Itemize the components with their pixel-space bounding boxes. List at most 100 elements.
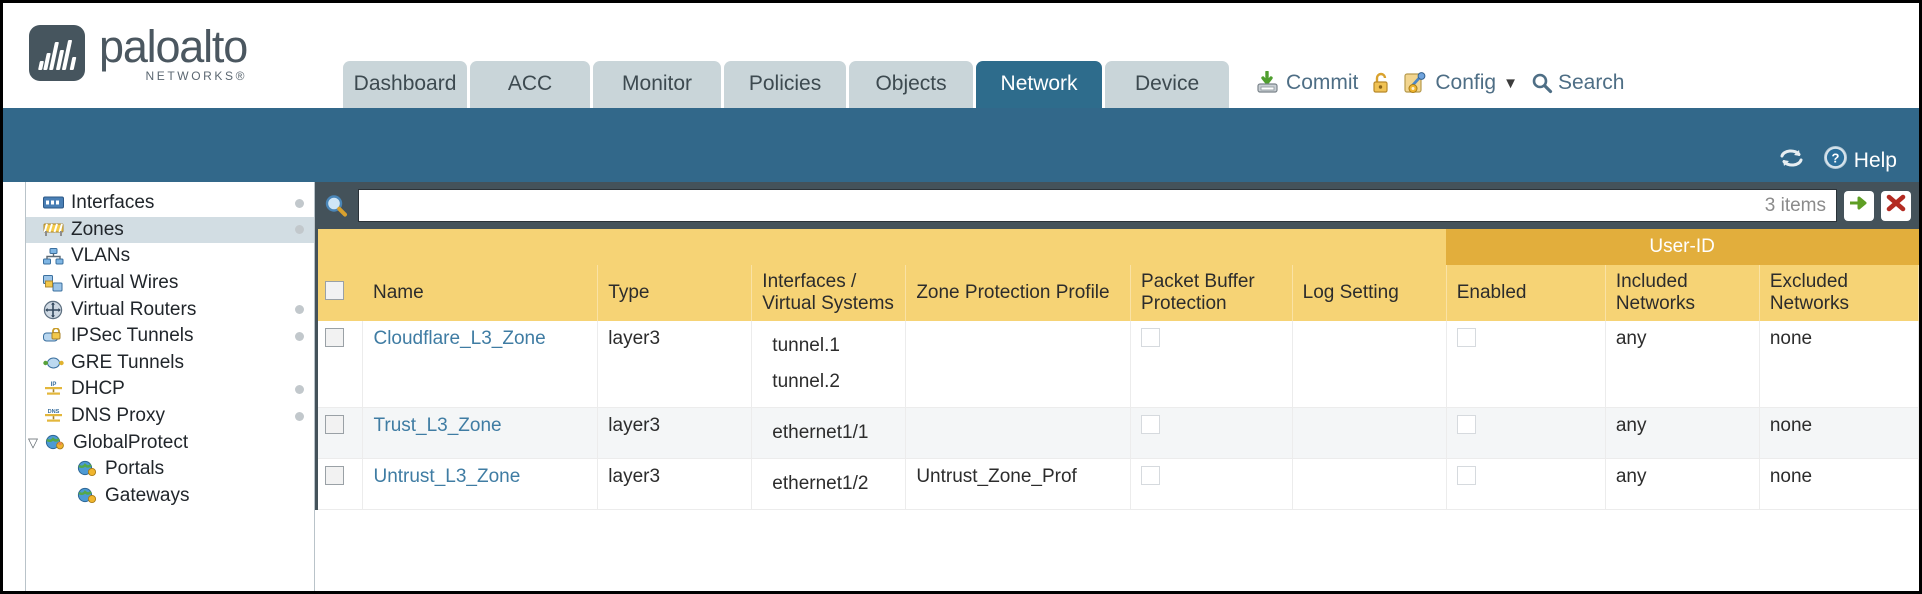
cell-name[interactable]: Cloudflare_L3_Zone (362, 321, 599, 408)
filter-input[interactable]: 3 items (358, 189, 1837, 222)
column-header-type[interactable]: Type (597, 265, 753, 321)
search-label: Search (1557, 71, 1625, 94)
sidebar-item-dns-proxy[interactable]: DNS DNS Proxy (26, 403, 314, 430)
row-checkbox[interactable] (325, 415, 344, 434)
search-button[interactable]: Search (1531, 71, 1625, 95)
sidebar-item-vlans[interactable]: VLANs (26, 243, 314, 270)
sidebar-item-label: Interfaces (71, 192, 155, 214)
cell-name[interactable]: Trust_L3_Zone (362, 407, 599, 459)
column-header-zone-protection-profile[interactable]: Zone Protection Profile (905, 265, 1132, 321)
cell-excluded-networks: none (1759, 458, 1919, 510)
brand-logo[interactable]: paloalto NETWORKS® (3, 24, 248, 108)
sidebar-item-zones[interactable]: Zones (26, 216, 314, 244)
row-checkbox[interactable] (325, 328, 344, 347)
cell-name[interactable]: Untrust_L3_Zone (362, 458, 599, 510)
sidebar-item-portals[interactable]: Portals (26, 456, 314, 483)
clear-filter-button[interactable] (1881, 190, 1911, 221)
apply-filter-button[interactable] (1844, 190, 1874, 221)
column-header-name[interactable]: Name (362, 265, 599, 321)
zones-icon (42, 221, 64, 239)
row-select-cell[interactable] (315, 321, 364, 408)
row-select-cell[interactable] (315, 407, 364, 459)
column-header-included-networks[interactable]: Included Networks (1605, 265, 1760, 321)
table-row[interactable]: Untrust_L3_Zone layer3 ethernet1/2 Untru… (315, 458, 1919, 510)
padlock-icon (1371, 71, 1391, 95)
gre-tunnels-icon (42, 354, 64, 372)
cell-userid-enabled[interactable] (1446, 458, 1606, 510)
svg-text:IP: IP (50, 382, 56, 388)
cell-packet-buffer-protection[interactable] (1130, 407, 1293, 459)
refresh-icon[interactable] (1778, 146, 1805, 175)
sidebar-item-ipsec-tunnels[interactable]: IPSec Tunnels (26, 323, 314, 350)
green-arrow-icon (1848, 193, 1870, 218)
main-nav-tabs: Dashboard ACC Monitor Policies Objects N… (343, 61, 1230, 108)
cell-excluded-networks: none (1759, 321, 1919, 408)
table-row[interactable]: Cloudflare_L3_Zone layer3 tunnel.1 tunne… (315, 321, 1919, 408)
paloalto-logo-icon (29, 25, 85, 81)
config-menu-button[interactable]: Config ▼ (1404, 71, 1518, 95)
tab-acc[interactable]: ACC (470, 61, 591, 108)
cell-type: layer3 (597, 458, 753, 510)
row-select-cell[interactable] (315, 458, 364, 510)
sidebar-item-interfaces[interactable]: Interfaces (26, 190, 314, 217)
cell-zone-protection-profile (905, 407, 1132, 459)
help-button[interactable]: ? Help (1823, 145, 1897, 176)
column-header-enabled[interactable]: Enabled (1446, 265, 1606, 321)
userid-enabled-checkbox[interactable] (1456, 415, 1476, 434)
svg-text:DNS: DNS (47, 409, 59, 415)
top-header: paloalto NETWORKS® Dashboard ACC Monitor… (3, 3, 1919, 108)
sidebar-item-dhcp[interactable]: IP DHCP (26, 376, 314, 403)
row-checkbox[interactable] (325, 466, 344, 485)
cell-included-networks: any (1605, 407, 1760, 459)
group-header-userid: User-ID (1446, 229, 1919, 265)
zone-name-link[interactable]: Trust_L3_Zone (373, 415, 502, 436)
sidebar-item-gre-tunnels[interactable]: GRE Tunnels (26, 350, 314, 377)
tab-network[interactable]: Network (976, 61, 1103, 108)
tab-device[interactable]: Device (1105, 61, 1230, 108)
sidebar-item-virtual-routers[interactable]: Virtual Routers (26, 296, 314, 323)
cell-userid-enabled[interactable] (1446, 407, 1606, 459)
column-header-packet-buffer-protection[interactable]: Packet Buffer Protection (1130, 265, 1293, 321)
tab-dashboard[interactable]: Dashboard (343, 61, 468, 108)
virtual-wires-icon (42, 274, 64, 292)
commit-button[interactable]: Commit (1255, 71, 1358, 95)
packet-buffer-protection-checkbox[interactable] (1141, 466, 1161, 485)
sidebar-item-globalprotect[interactable]: ▽ GlobalProtect (26, 429, 314, 456)
zones-table-wrap: User-ID Name Type Interfaces / Virtual S… (315, 229, 1919, 510)
zone-name-link[interactable]: Untrust_L3_Zone (373, 466, 521, 487)
help-circle-icon: ? (1823, 145, 1848, 176)
lock-button[interactable] (1371, 71, 1391, 95)
tab-monitor[interactable]: Monitor (593, 61, 722, 108)
column-header-log-setting[interactable]: Log Setting (1292, 265, 1447, 321)
zone-name-link[interactable]: Cloudflare_L3_Zone (373, 328, 546, 349)
svg-text:?: ? (1831, 151, 1839, 166)
userid-enabled-checkbox[interactable] (1456, 328, 1476, 347)
red-x-icon (1885, 193, 1907, 218)
body-area: Interfaces Zones (3, 182, 1919, 591)
column-header-excluded-networks[interactable]: Excluded Networks (1759, 265, 1919, 321)
cell-packet-buffer-protection[interactable] (1130, 458, 1293, 510)
table-row[interactable]: Trust_L3_Zone layer3 ethernet1/1 (315, 407, 1919, 459)
column-header-interfaces[interactable]: Interfaces / Virtual Systems (751, 265, 907, 321)
sidebar-item-virtual-wires[interactable]: Virtual Wires (26, 270, 314, 297)
sidebar-item-gateways[interactable]: Gateways (26, 483, 314, 510)
group-header-spacer (315, 229, 1447, 265)
interfaces-icon (42, 194, 64, 212)
chevron-down-icon: ▼ (1503, 74, 1518, 92)
search-icon[interactable] (321, 193, 351, 219)
userid-enabled-checkbox[interactable] (1456, 466, 1476, 485)
cell-log-setting (1292, 407, 1447, 459)
select-all-checkbox[interactable] (325, 280, 344, 300)
globalprotect-icon (44, 434, 66, 452)
tab-policies[interactable]: Policies (724, 61, 847, 108)
cell-included-networks: any (1605, 321, 1760, 408)
commit-label: Commit (1286, 71, 1359, 94)
cell-packet-buffer-protection[interactable] (1130, 321, 1293, 408)
tab-objects[interactable]: Objects (849, 61, 974, 108)
cell-userid-enabled[interactable] (1446, 321, 1606, 408)
collapse-triangle-icon[interactable]: ▽ (28, 434, 38, 450)
packet-buffer-protection-checkbox[interactable] (1141, 415, 1161, 434)
network-sidebar: Interfaces Zones (25, 182, 315, 591)
select-all-header[interactable] (315, 265, 363, 321)
packet-buffer-protection-checkbox[interactable] (1141, 328, 1161, 347)
